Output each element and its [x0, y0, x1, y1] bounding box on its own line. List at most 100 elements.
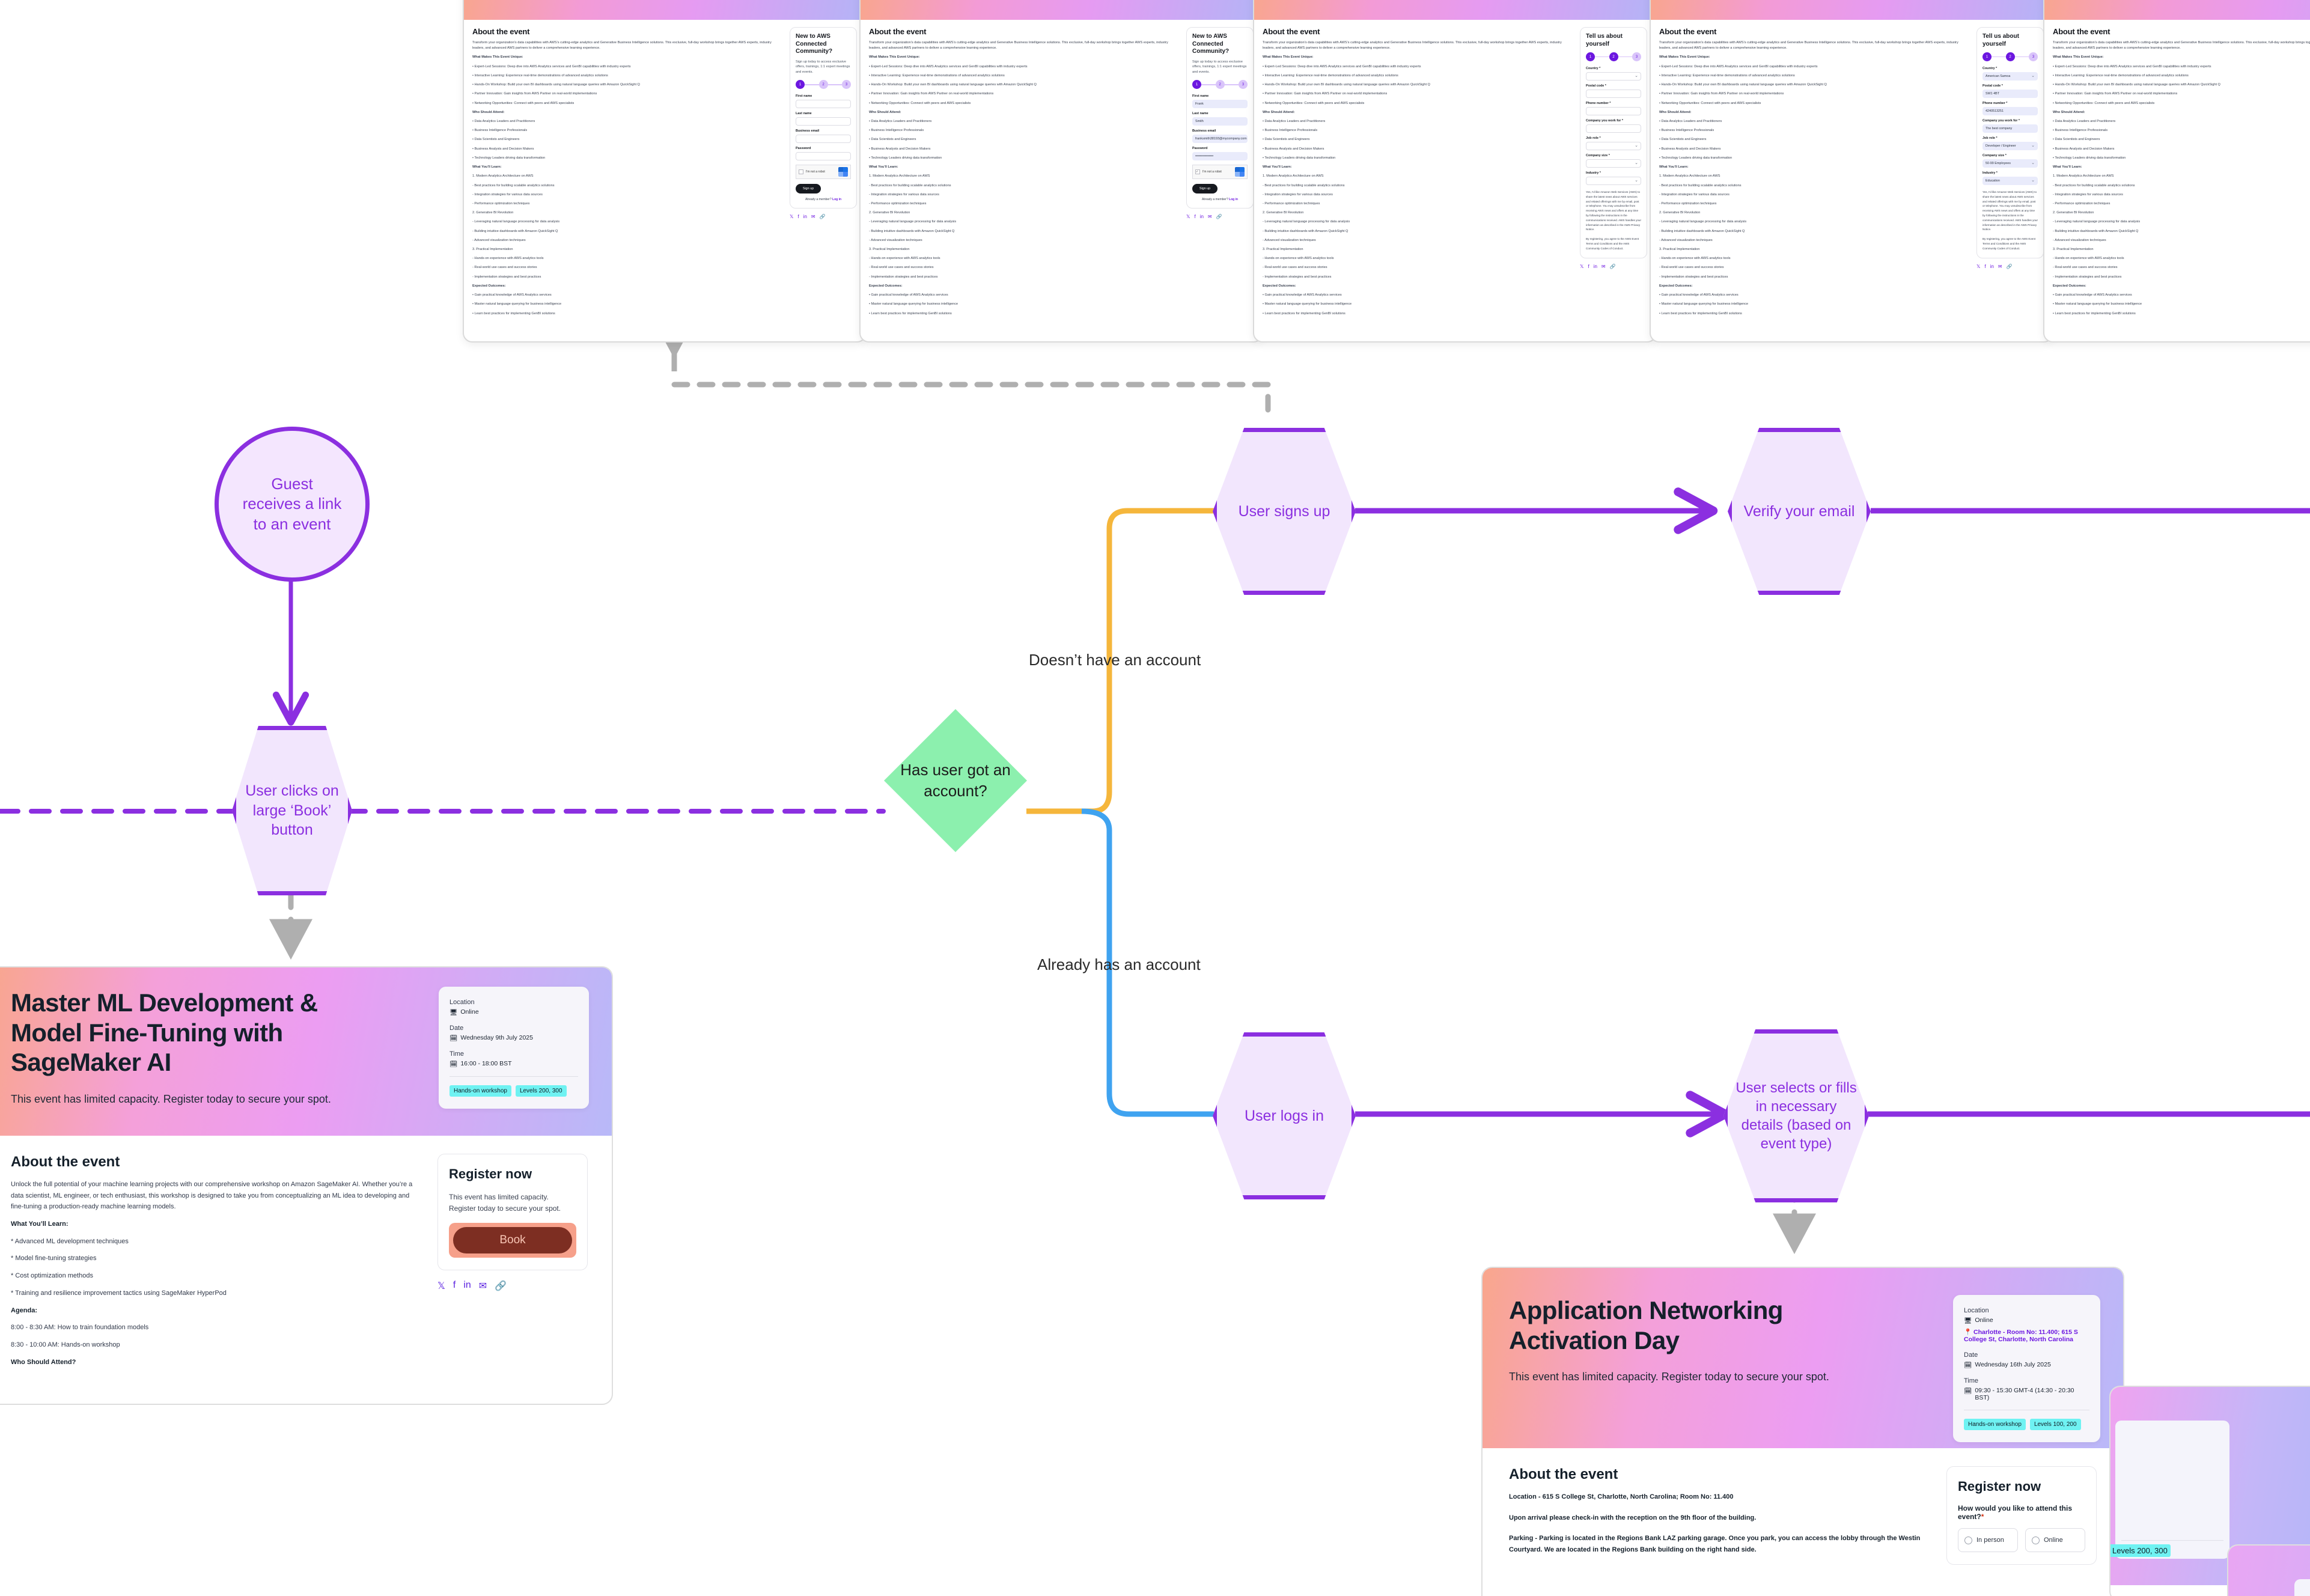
signup-button[interactable]: Sign up: [796, 184, 821, 194]
field-input[interactable]: [1586, 177, 1641, 185]
book-button-wrapper[interactable]: Book: [449, 1223, 576, 1258]
checkbox-icon[interactable]: [799, 169, 803, 175]
node-guest-receives-link[interactable]: Guest receives a link to an event: [215, 427, 370, 582]
login-prompt[interactable]: Already a member? Log in: [1201, 198, 1239, 202]
screenshot-panel-signup[interactable]: New to AWS Connected Community?Sign up t…: [1186, 27, 1254, 320]
venue-value[interactable]: 📍 Charlotte - Room No: 11.400; 615 S Col…: [1964, 1329, 2078, 1343]
radio-online[interactable]: Online: [2025, 1528, 2085, 1552]
x-icon[interactable]: 𝕏: [1976, 263, 1981, 269]
step-dot-2[interactable]: 2: [1609, 52, 1618, 61]
event-card-master-ml[interactable]: Master ML Development & Model Fine-Tunin…: [0, 966, 613, 1405]
field-input[interactable]: 4240513251: [1982, 107, 2038, 115]
checkbox-icon[interactable]: ✓: [1195, 169, 1200, 175]
email-icon[interactable]: ✉: [1207, 214, 1212, 220]
field-input[interactable]: Education: [1982, 177, 2038, 185]
field-input[interactable]: SW1 4BT: [1982, 90, 2038, 98]
step-dot-2[interactable]: 2: [1215, 80, 1225, 90]
step-dot-1[interactable]: 1: [796, 80, 805, 90]
step-dot-3[interactable]: 3: [1632, 52, 1641, 61]
link-icon[interactable]: 🔗: [1609, 263, 1616, 269]
field-input[interactable]: [796, 117, 851, 126]
facebook-icon[interactable]: f: [1588, 263, 1589, 269]
recaptcha-widget[interactable]: I'm not a robot: [796, 165, 851, 180]
consent-text[interactable]: Yes, I'd like Amazon Web Services (AWS) …: [1982, 190, 2038, 231]
email-icon[interactable]: ✉: [478, 1281, 487, 1292]
step-dot-2[interactable]: 2: [818, 80, 828, 90]
field-input[interactable]: [796, 152, 851, 161]
field-input[interactable]: Smith: [1192, 117, 1248, 126]
screenshot-panel-signup[interactable]: New to AWS Connected Community?Sign up t…: [790, 27, 857, 320]
node-user-signs-up[interactable]: User signs up: [1213, 428, 1356, 595]
field-input[interactable]: [796, 100, 851, 109]
field-input[interactable]: ••••••••••••••••: [1192, 152, 1248, 161]
link-icon[interactable]: 🔗: [495, 1281, 507, 1292]
node-user-clicks-book[interactable]: User clicks on large ‘Book’ button: [232, 726, 352, 895]
linkedin-icon[interactable]: in: [803, 214, 807, 220]
recaptcha-widget[interactable]: ✓I'm not a robot: [1192, 165, 1248, 180]
x-icon[interactable]: 𝕏: [437, 1281, 445, 1292]
linkedin-icon[interactable]: in: [1990, 263, 1994, 269]
radio-in-person[interactable]: In person: [1958, 1528, 2018, 1552]
field-input[interactable]: [1586, 90, 1641, 98]
field-input[interactable]: 50-99 Employees: [1982, 159, 2038, 168]
x-icon[interactable]: 𝕏: [790, 214, 794, 220]
email-icon[interactable]: ✉: [1998, 263, 2002, 269]
step-dot-3[interactable]: 3: [2029, 52, 2038, 61]
step-dot-3[interactable]: 3: [1239, 80, 1248, 90]
signup-button[interactable]: Sign up: [1192, 184, 1217, 194]
node-user-logs-in[interactable]: User logs in: [1213, 1032, 1356, 1199]
field-input[interactable]: Frank: [1192, 100, 1248, 109]
social-share-row[interactable]: 𝕏 f in ✉ 🔗: [437, 1280, 588, 1292]
node-user-fills-details[interactable]: User selects or fills in necessary detai…: [1723, 1029, 1869, 1202]
login-prompt[interactable]: Already a member? Log in: [805, 198, 842, 202]
field-input[interactable]: [796, 135, 851, 144]
node-verify-your-email[interactable]: Verify your email: [1728, 428, 1871, 595]
link-icon[interactable]: 🔗: [2006, 263, 2013, 269]
terms-text[interactable]: By registering, you agree to the AWS Eve…: [1586, 237, 1639, 250]
facebook-icon[interactable]: f: [1984, 263, 1986, 269]
field-input[interactable]: [1586, 142, 1641, 150]
x-icon[interactable]: 𝕏: [1186, 214, 1190, 220]
facebook-icon[interactable]: f: [797, 214, 799, 220]
step-dot-3[interactable]: 3: [842, 80, 851, 90]
step-dot-1[interactable]: 1: [1192, 80, 1201, 90]
x-icon[interactable]: 𝕏: [1580, 263, 1584, 269]
book-button[interactable]: Book: [453, 1227, 572, 1254]
panel-card[interactable]: New to AWS Connected Community?Sign up t…: [790, 27, 857, 209]
facebook-icon[interactable]: f: [453, 1280, 456, 1291]
field-input[interactable]: [1586, 159, 1641, 168]
event-card-application-networking[interactable]: Application Networking Activation Day Th…: [1481, 1267, 2124, 1596]
attend-options[interactable]: In person Online: [1958, 1528, 2085, 1552]
linkedin-icon[interactable]: in: [1199, 214, 1204, 220]
field-input[interactable]: [1586, 124, 1641, 133]
field-input[interactable]: American Samoa: [1982, 72, 2038, 81]
step-dot-1[interactable]: 1: [1982, 52, 1992, 61]
consent-text[interactable]: Yes, I'd like Amazon Web Services (AWS) …: [1586, 190, 1642, 231]
step-dot-1[interactable]: 1: [1586, 52, 1595, 61]
email-icon[interactable]: ✉: [811, 214, 815, 220]
step-dot-2[interactable]: 2: [2005, 52, 2015, 61]
link-icon[interactable]: 🔗: [819, 214, 826, 220]
link-icon[interactable]: 🔗: [1216, 214, 1222, 220]
field-input[interactable]: franksmith38193@mycompany.com: [1192, 135, 1248, 144]
terms-text[interactable]: By registering, you agree to the AWS Eve…: [1982, 237, 2036, 250]
field-input[interactable]: [1586, 107, 1641, 115]
linkedin-icon[interactable]: in: [1593, 263, 1597, 269]
field-input[interactable]: The best company: [1982, 124, 2038, 133]
facebook-icon[interactable]: f: [1194, 214, 1196, 220]
node-has-account-decision[interactable]: Has user got an account?: [884, 709, 1027, 852]
field-input[interactable]: Developer / Engineer: [1982, 142, 2038, 150]
